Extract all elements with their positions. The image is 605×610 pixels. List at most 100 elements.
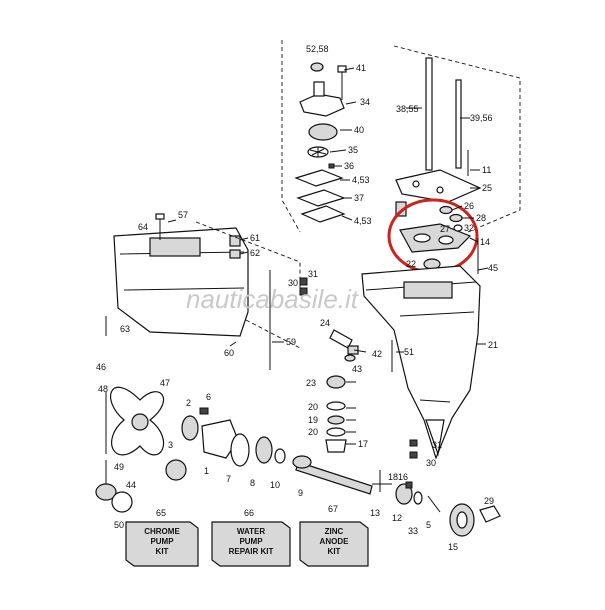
callout-4-53-lower: 4,53: [354, 216, 372, 226]
impeller-vanes: [309, 147, 327, 157]
callout-39-56: 39,56: [470, 113, 493, 123]
callout-49: 49: [114, 462, 124, 472]
kit-chrome-line3: KIT: [156, 547, 169, 556]
shift-rod-part: [455, 79, 462, 169]
watermark-text: nauticabasile.it: [186, 284, 360, 314]
impeller-cup-part: [308, 123, 338, 141]
housing-top-recess: [149, 237, 201, 257]
enclosure-right: [393, 45, 521, 233]
bearing-8-part: [255, 436, 273, 464]
bearing-carrier: [165, 407, 286, 481]
callout-40: 40: [354, 125, 364, 135]
washer-20b-part: [326, 427, 346, 437]
callout-65: 65: [156, 508, 166, 518]
kit-box-zinc-shape: [299, 521, 369, 567]
kit-box-chrome-shape: [125, 521, 199, 567]
part-30a: [299, 287, 308, 296]
kit-zinc-line2: ANODE: [320, 537, 350, 546]
shift-lever-24-part: [329, 329, 353, 349]
callout-24: 24: [320, 318, 330, 328]
pump-housing-part: [299, 93, 345, 117]
callout-17: 17: [358, 439, 368, 449]
prop-shaft: [292, 455, 392, 495]
callout-32: 32: [464, 223, 474, 233]
gear-stack: [325, 375, 347, 453]
gasket-part: [294, 169, 344, 187]
callout-23: 23: [306, 378, 316, 388]
callout-33: 33: [408, 526, 418, 536]
pin-5-part: [427, 495, 441, 513]
callout-31-lower: 31: [432, 440, 442, 450]
plug-32-part: [453, 224, 463, 232]
callout-62: 62: [250, 248, 260, 258]
seal-2-part: [181, 415, 199, 441]
callout-21: 21: [488, 340, 498, 350]
callout-44: 44: [126, 480, 136, 490]
block-29-part: [479, 505, 501, 523]
gasket-14-part: [399, 223, 472, 253]
pump-outlet: [313, 81, 325, 97]
stud-head: [155, 213, 165, 220]
callout-26: 26: [464, 201, 474, 211]
ring-33-part: [413, 491, 423, 505]
callout-50: 50: [114, 520, 124, 530]
plate-hole: [436, 186, 444, 194]
leader-lines: [167, 67, 489, 445]
housing-dash-links: [195, 221, 301, 349]
callout-13: 13: [370, 508, 380, 518]
callout-66: 66: [244, 508, 254, 518]
callout-3: 3: [168, 440, 173, 450]
housing-60-part: [113, 227, 249, 337]
callout-43: 43: [352, 364, 362, 374]
kit-zinc-line1: ZINC: [325, 527, 344, 536]
left-housing: [105, 213, 301, 370]
kit-chrome-line2: PUMP: [150, 537, 174, 546]
callout-29: 29: [484, 496, 494, 506]
callout-57: 57: [178, 210, 188, 220]
callout-25: 25: [482, 183, 492, 193]
callout-45: 45: [488, 263, 498, 273]
callout-60: 60: [224, 348, 234, 358]
shift-linkage: [329, 329, 393, 372]
gearcase-top-recess: [403, 281, 453, 299]
callout-1: 1: [204, 466, 209, 476]
callout-27: 27: [440, 224, 450, 234]
callout-19: 19: [308, 415, 318, 425]
callout-30-lower: 30: [426, 458, 436, 468]
o-ring-7-part: [230, 433, 250, 467]
clutch-group: [395, 481, 441, 513]
callout-63: 63: [120, 324, 130, 334]
callout-30-upper: 30: [288, 278, 298, 288]
callout-64: 64: [138, 222, 148, 232]
plate-hole: [412, 180, 420, 188]
highlighted-parts: [387, 198, 479, 274]
callout-46: 46: [96, 362, 106, 372]
callout-42: 42: [372, 349, 382, 359]
callout-14: 14: [480, 237, 490, 247]
callout-12: 12: [392, 513, 402, 523]
detent-16-part: [405, 481, 413, 489]
callout-38-55: 38,55: [396, 104, 419, 114]
callout-37: 37: [354, 193, 364, 203]
kit-water-line2: PUMP: [239, 537, 263, 546]
bearing-23-part: [326, 375, 346, 389]
thrust-washer-3-part: [165, 459, 187, 481]
callout-numbers: 52,58 41 34 40 35 36 4,53 37 4,53 38,55 …: [96, 44, 498, 552]
gasket-lower-part: [300, 205, 346, 223]
clip-43-part: [344, 354, 356, 362]
callout-28: 28: [476, 213, 486, 223]
kit-box-zinc: ZINC ANODE KIT: [299, 521, 369, 567]
callout-41: 41: [356, 63, 366, 73]
callout-15: 15: [448, 542, 458, 552]
kit-water-line1: WATER: [237, 527, 266, 536]
drive-shafts: [393, 45, 521, 233]
callout-59: 59: [286, 337, 296, 347]
callout-47: 47: [160, 378, 170, 388]
callout-18: 18: [388, 472, 398, 482]
water-pump-assembly: [281, 40, 347, 233]
enclosure-left: [281, 40, 301, 233]
part-31a: [299, 277, 308, 286]
sleeve-62-part: [229, 249, 241, 259]
